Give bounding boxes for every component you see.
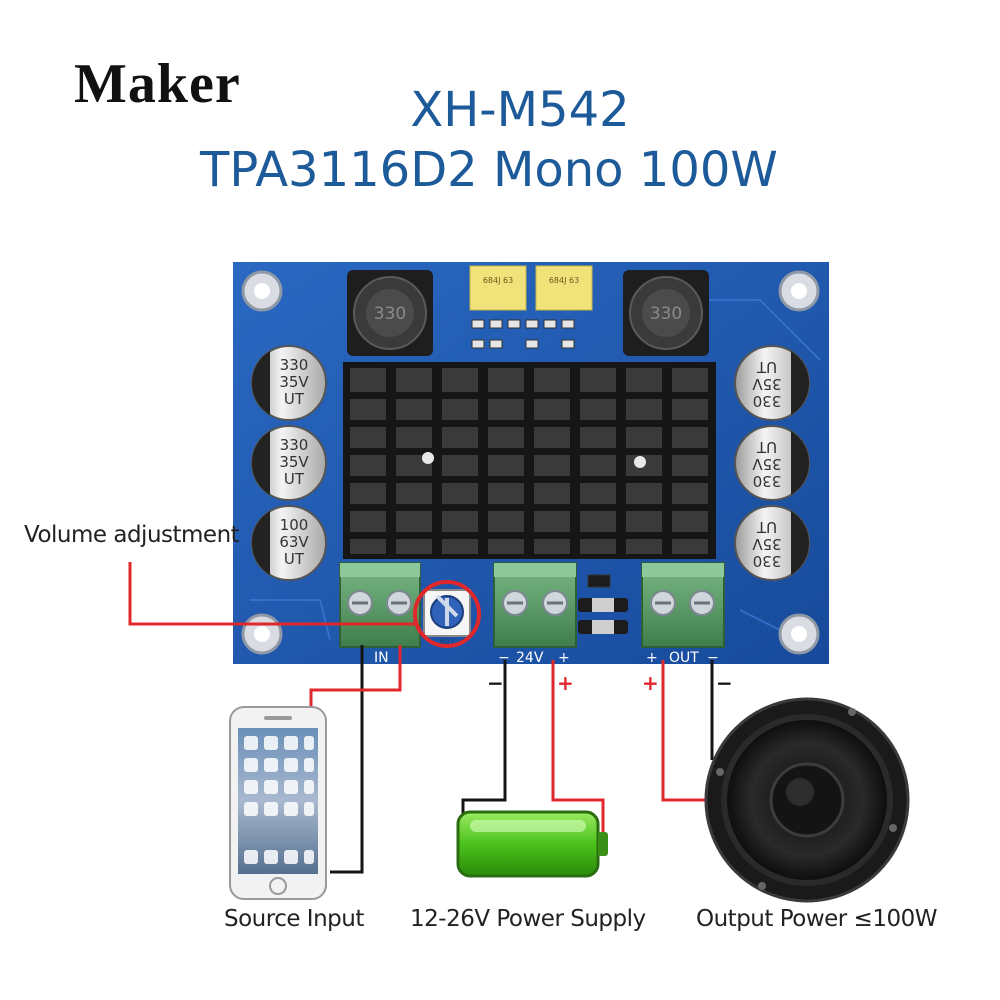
source-label: Source Input (224, 906, 364, 932)
cap-right-top-voltage: 35V (752, 375, 782, 393)
volume-callout-line (128, 562, 415, 626)
cap-left-top-value: 330 (280, 356, 309, 374)
volume-label: Volume adjustment (24, 522, 240, 548)
phone-icon (229, 706, 327, 900)
cap-left-middle-voltage: 35V (279, 453, 309, 471)
capacitor-left-top (251, 345, 327, 421)
inductor-right (623, 270, 709, 356)
product-subtitle: TPA3116D2 Mono 100W (200, 142, 778, 198)
terminal-output (641, 562, 725, 648)
heatsink (343, 362, 716, 559)
wire-out-plus: + (642, 671, 659, 695)
silk-out-minus: − (707, 650, 719, 666)
silk-power-plus: + (558, 650, 570, 666)
film-cap-left (469, 265, 527, 311)
wire-power-plus: + (557, 671, 574, 695)
inductor-left-marking: 330 (374, 304, 406, 324)
battery-icon (456, 810, 608, 878)
cap-right-bottom-series: UT (756, 518, 777, 536)
cap-right-middle-value: 330 (753, 472, 782, 490)
brand-logo-text: Maker (74, 53, 241, 115)
capacitor-left-middle (251, 425, 327, 501)
cap-left-middle-series: UT (284, 470, 305, 488)
smd-components (471, 319, 611, 588)
capacitor-left-bottom (251, 505, 327, 581)
volume-highlight-circle (413, 580, 481, 648)
cap-left-top-voltage: 35V (279, 373, 309, 391)
volume-potentiometer (423, 589, 471, 637)
model-title: XH-M542 (410, 82, 630, 138)
fuse-parts (578, 598, 628, 634)
cap-right-middle-series: UT (756, 438, 777, 456)
silk-power-minus: − (498, 650, 510, 666)
film-cap-right (535, 265, 593, 311)
speaker-icon (704, 697, 910, 903)
pot-marking: B01 (439, 637, 455, 646)
power-label: 12-26V Power Supply (410, 906, 646, 932)
cap-right-top-value: 330 (753, 392, 782, 410)
terminal-power (493, 562, 577, 648)
silk-out: OUT (669, 650, 699, 666)
cap-right-top-series: UT (756, 358, 777, 376)
cap-left-bottom-value: 100 (280, 516, 309, 534)
cap-right-bottom-voltage: 35V (752, 535, 782, 553)
silk-out-plus: + (646, 650, 658, 666)
cap-right-bottom-value: 330 (753, 552, 782, 570)
cap-left-middle-value: 330 (280, 436, 309, 454)
film-cap-left-marking: 684J 63 (483, 276, 513, 285)
output-label: Output Power ≤100W (696, 906, 937, 932)
inductor-left (347, 270, 433, 356)
inductor-right-marking: 330 (650, 304, 682, 324)
capacitor-right-top (734, 345, 810, 421)
cap-left-bottom-voltage: 63V (279, 533, 309, 551)
film-cap-right-marking: 684J 63 (549, 276, 579, 285)
cap-left-top-series: UT (284, 390, 305, 408)
silk-24v: 24V (516, 650, 544, 666)
silk-in: IN (374, 650, 389, 666)
wire-power-minus: − (487, 671, 504, 695)
capacitor-right-bottom (734, 505, 810, 581)
wire-out-minus: − (716, 671, 733, 695)
terminal-input (339, 562, 421, 648)
capacitor-right-middle (734, 425, 810, 501)
cap-right-middle-voltage: 35V (752, 455, 782, 473)
cap-left-bottom-series: UT (284, 550, 305, 568)
